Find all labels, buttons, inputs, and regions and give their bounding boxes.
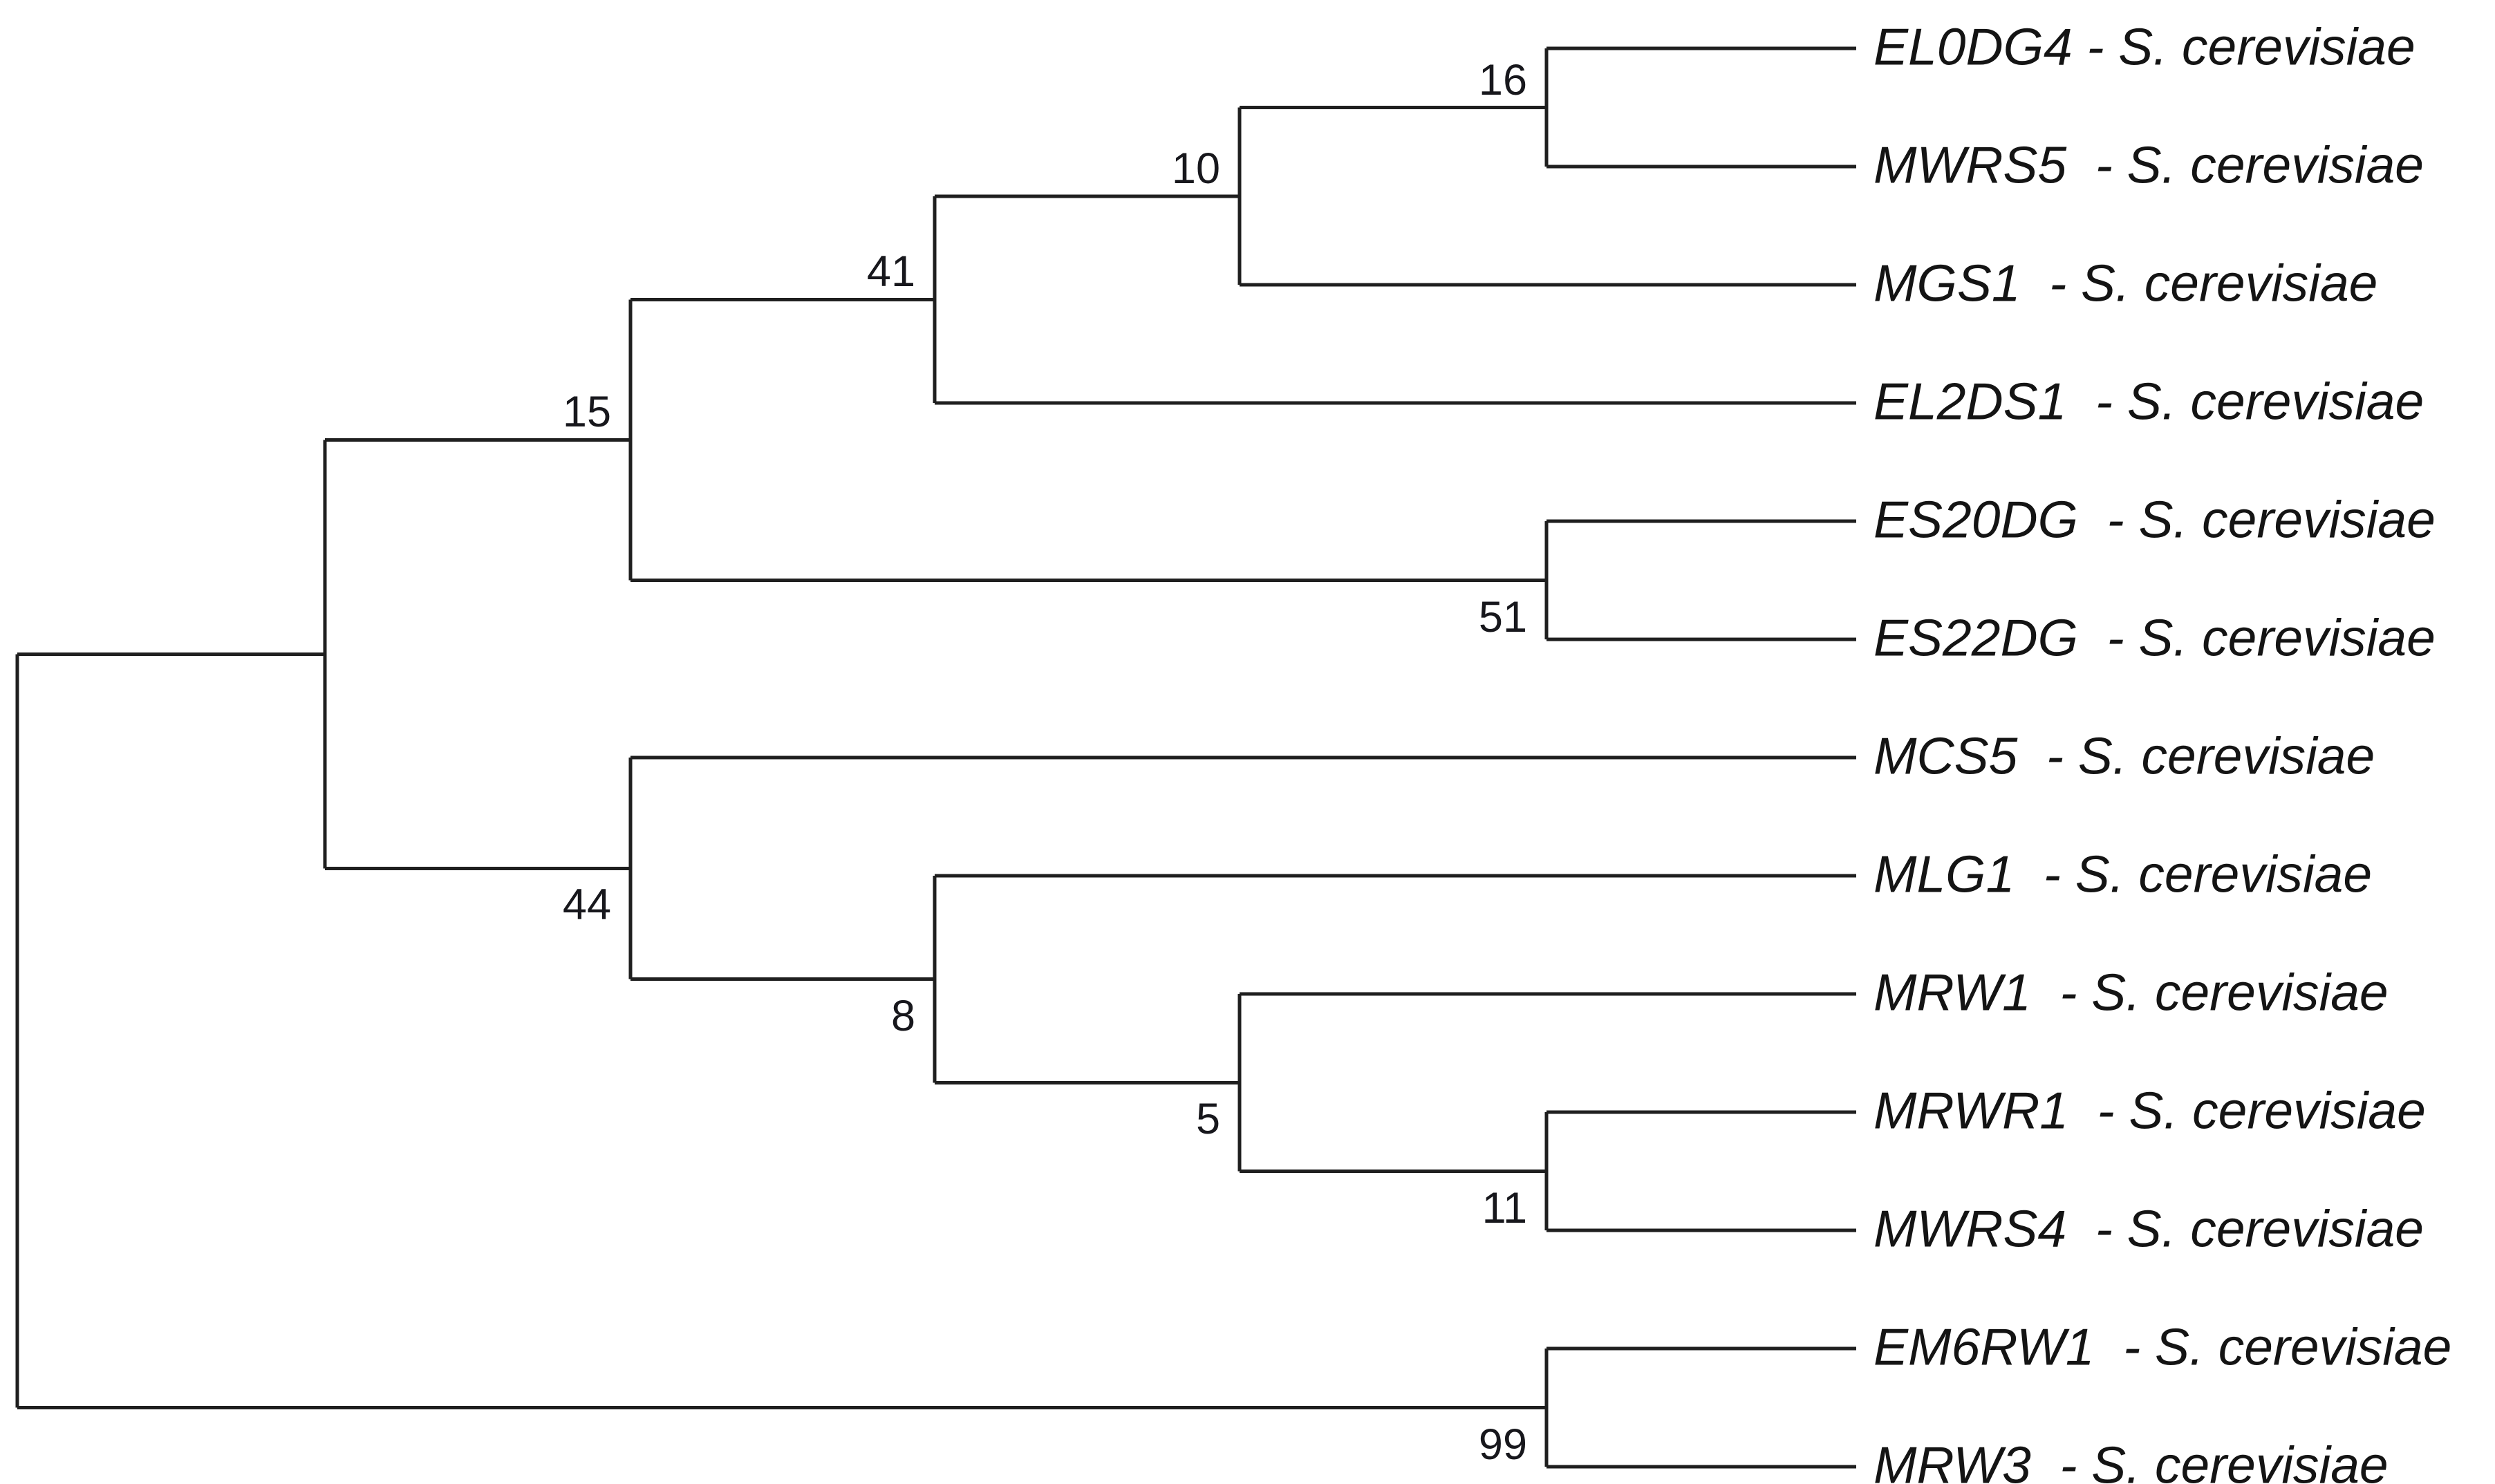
taxon-label: MLG1 - S. cerevisiae — [1873, 845, 2373, 903]
bootstrap-support-value: 44 — [562, 881, 611, 930]
bootstrap-support-value: 51 — [1478, 592, 1527, 641]
taxon-label: ES20DG - S. cerevisiae — [1873, 490, 2436, 549]
taxon-label: ES22DG - S. cerevisiae — [1873, 608, 2436, 667]
taxon-label: EL2DS1 - S. cerevisiae — [1873, 372, 2424, 431]
taxon-label: MRW1 - S. cerevisiae — [1873, 963, 2389, 1022]
taxon-label: MRW3 - S. cerevisiae — [1873, 1436, 2389, 1484]
taxon-label: MCS5 - S. cerevisiae — [1873, 726, 2375, 785]
taxon-label: MGS1 - S. cerevisiae — [1873, 254, 2378, 312]
taxon-label: MWRS5 - S. cerevisiae — [1873, 135, 2424, 194]
taxon-label: MRWR1 - S. cerevisiae — [1873, 1081, 2426, 1140]
bootstrap-support-value: 10 — [1171, 144, 1220, 193]
taxon-label: MWRS4 - S. cerevisiae — [1873, 1199, 2424, 1258]
bootstrap-support-value: 99 — [1478, 1420, 1527, 1469]
taxon-label: EM6RW1 - S. cerevisiae — [1873, 1317, 2452, 1376]
bootstrap-support-value: 8 — [890, 991, 915, 1040]
bootstrap-support-value: 16 — [1478, 55, 1527, 104]
taxon-label: EL0DG4 - S. cerevisiae — [1873, 17, 2415, 76]
bootstrap-support-value: 5 — [1195, 1095, 1220, 1144]
bootstrap-support-value: 15 — [562, 388, 611, 437]
bootstrap-support-value: 11 — [1482, 1183, 1527, 1232]
bootstrap-support-value: 41 — [866, 247, 915, 297]
